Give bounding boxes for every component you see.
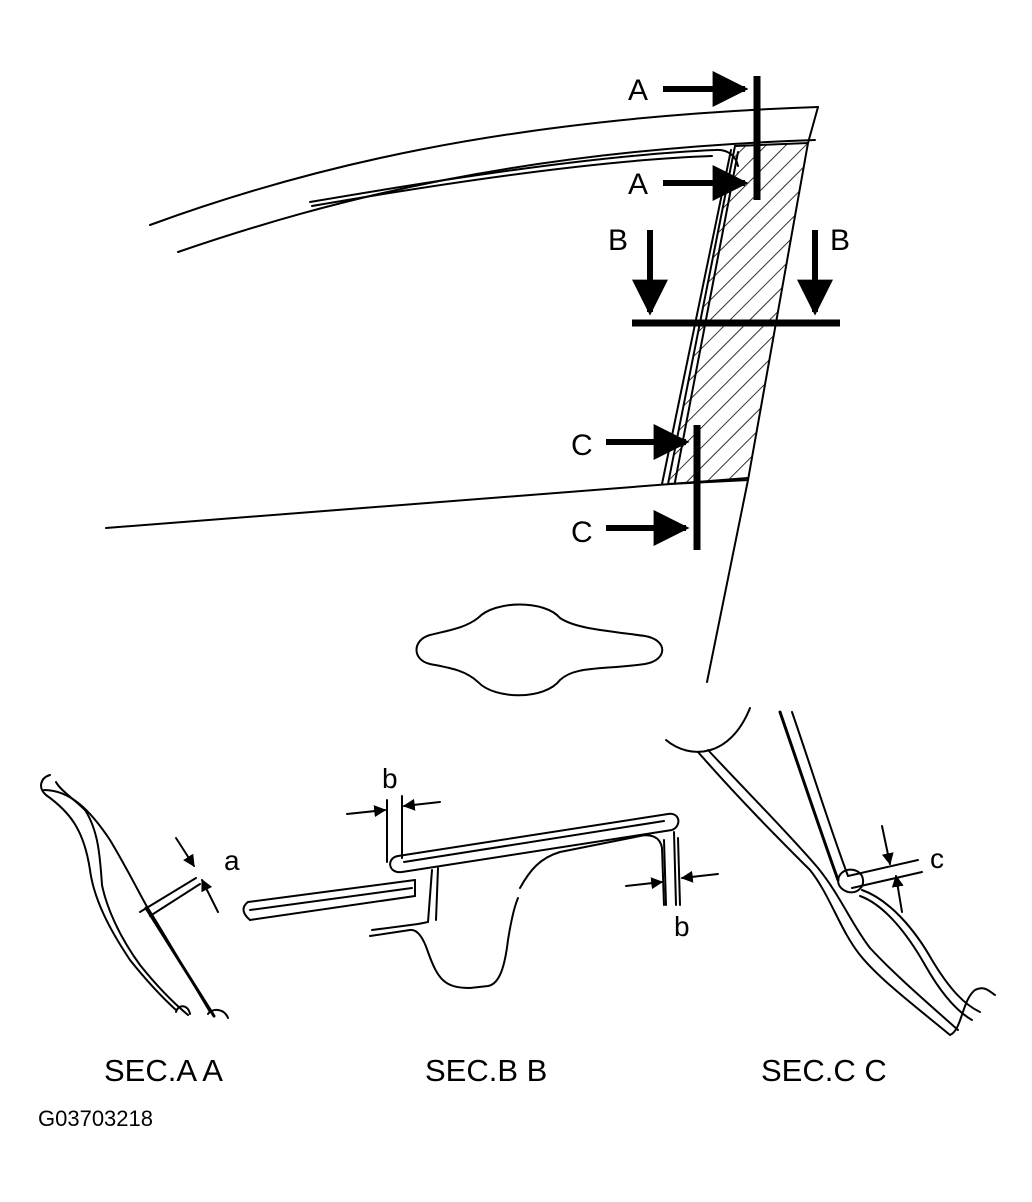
sec-b-garnish-inner <box>403 820 665 863</box>
dim-label-a: a <box>224 845 240 876</box>
sec-a-glass-edge-2 <box>149 883 201 917</box>
sec-c-break-top <box>665 707 751 753</box>
door-main-view: A A B B C C <box>105 71 850 697</box>
sec-a-panel-inner <box>55 781 189 1016</box>
dim-label-b-bottom: b <box>674 911 690 942</box>
label-b-left: B <box>608 224 628 257</box>
sec-c-garnish-inner <box>791 711 849 877</box>
dim-a-arrow-upper <box>175 837 195 868</box>
sec-b-glass-bottom <box>249 895 416 921</box>
sec-c-panel-outer <box>697 751 951 1036</box>
door-handle <box>415 603 664 697</box>
label-b-right: B <box>830 224 850 257</box>
section-title-cc: SEC.C C <box>761 1053 887 1088</box>
sec-b-inner-panel <box>519 834 665 906</box>
dim-c-ext-2 <box>851 871 923 889</box>
sec-a-garnish <box>144 906 216 1018</box>
section-title-aa: SEC.A A <box>104 1053 223 1088</box>
sec-c-panel-inner <box>707 749 959 1031</box>
sec-c-door-line-2 <box>859 895 973 1021</box>
sec-b-frame-inner <box>371 869 433 931</box>
sec-b-break-left <box>242 901 251 921</box>
sec-c-door-line <box>861 889 981 1013</box>
label-c-upper: C <box>571 429 593 462</box>
door-rear-edge <box>706 479 749 683</box>
section-title-bb: SEC.B B <box>425 1053 547 1088</box>
dim-b-bottom-ext-2 <box>677 837 681 906</box>
dim-b-bottom-arrow-left <box>625 877 664 890</box>
label-a-upper: A <box>628 74 648 107</box>
section-b-view: b b <box>242 763 719 989</box>
dim-c-ext-1 <box>847 859 919 877</box>
dim-b-bottom-arrow-right <box>680 870 719 883</box>
dim-label-b-top: b <box>382 763 398 794</box>
dim-b-bottom-ext-1 <box>663 839 667 906</box>
sec-a-flange <box>43 789 211 1013</box>
sec-b-inner-panel-2 <box>673 831 677 906</box>
dim-a-arrow-lower <box>201 878 219 913</box>
dim-c-arrow-lower <box>891 874 904 913</box>
dim-label-c: c <box>930 843 944 874</box>
sec-b-garnish <box>389 812 680 874</box>
pillar-garnish-hatched <box>666 141 810 486</box>
figure-code: G03703218 <box>38 1106 153 1131</box>
roof-outer-line <box>149 106 819 226</box>
sec-c-clip <box>837 868 864 894</box>
sec-b-glass-line <box>249 887 413 911</box>
dim-b-top-arrow-right <box>402 798 441 811</box>
sec-b-glass-top <box>247 879 416 903</box>
label-a-lower: A <box>628 168 648 201</box>
sec-a-break-2 <box>207 1008 229 1019</box>
section-a-view: a <box>40 774 240 1019</box>
sec-a-panel-outer <box>40 774 177 1011</box>
dim-c-arrow-upper <box>881 825 894 866</box>
dim-b-top-arrow-left <box>346 805 387 818</box>
window-frame-edge-inner <box>311 155 713 207</box>
label-c-lower: C <box>571 516 593 549</box>
sec-c-break-bottom <box>949 987 996 1036</box>
section-c-view: c <box>665 707 996 1036</box>
sec-a-glass-edge <box>139 877 197 913</box>
pillar-rear-edge <box>807 106 819 144</box>
window-frame-edge <box>309 148 739 203</box>
sec-a-break-1 <box>175 1005 191 1015</box>
belt-line <box>105 477 749 529</box>
sec-c-garnish <box>778 710 840 882</box>
sec-b-frame <box>369 897 519 989</box>
sec-b-frame-return <box>435 867 439 921</box>
